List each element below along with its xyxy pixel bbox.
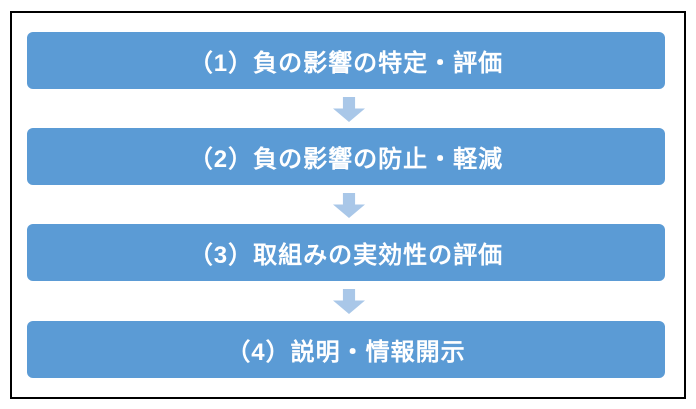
step-box-4: （4）説明・情報開示 xyxy=(27,321,665,378)
down-arrow-icon-2 xyxy=(333,193,365,218)
step-box-2: （2）負の影響の防止・軽減 xyxy=(27,128,665,185)
step-label-3: （3）取組みの実効性の評価 xyxy=(188,242,504,269)
down-arrow-icon-1 xyxy=(333,97,365,122)
down-arrow-icon-3 xyxy=(333,289,365,314)
step-box-3: （3）取組みの実効性の評価 xyxy=(27,224,665,281)
step-box-1: （1）負の影響の特定・評価 xyxy=(27,32,665,89)
step-label-4: （4）説明・情報開示 xyxy=(226,339,466,366)
step-label-2: （2）負の影響の防止・軽減 xyxy=(188,146,504,173)
step-label-1: （1）負の影響の特定・評価 xyxy=(188,50,504,77)
flow-diagram-frame: （1）負の影響の特定・評価 （2）負の影響の防止・軽減 （3）取組みの実効性の評… xyxy=(10,11,686,399)
